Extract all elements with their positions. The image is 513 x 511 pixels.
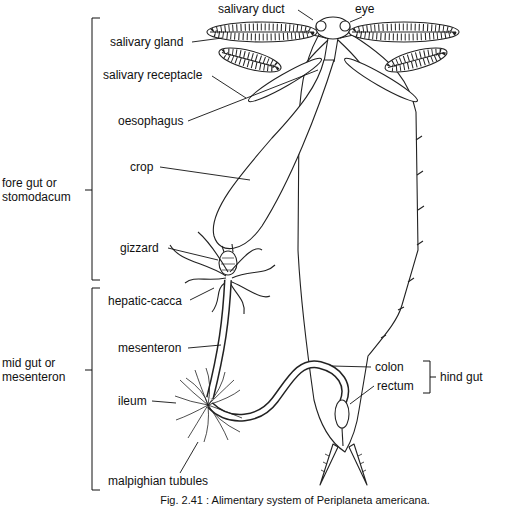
part-label: malpighian tubules xyxy=(108,474,208,488)
part-label: rectum xyxy=(377,379,414,393)
part-label: gizzard xyxy=(120,241,159,255)
part-label: hepatic-cacca xyxy=(108,294,182,308)
part-label: fore gut or stomodacum xyxy=(2,176,82,204)
figure-caption: Fig. 2.41 : Alimentary system of Peripla… xyxy=(100,494,490,507)
part-label: crop xyxy=(130,160,153,174)
part-label: mid gut or mesenteron xyxy=(2,356,82,384)
part-label: mesenteron xyxy=(118,341,181,355)
part-label: hind gut xyxy=(440,370,483,384)
part-label: eye xyxy=(355,2,374,16)
part-label: salivary gland xyxy=(110,35,183,49)
part-label: salivary receptacle xyxy=(103,68,202,82)
part-label: oesophagus xyxy=(118,114,183,128)
part-label: salivary duct xyxy=(218,2,285,16)
part-label: ileum xyxy=(118,394,147,408)
part-label: colon xyxy=(375,360,404,374)
